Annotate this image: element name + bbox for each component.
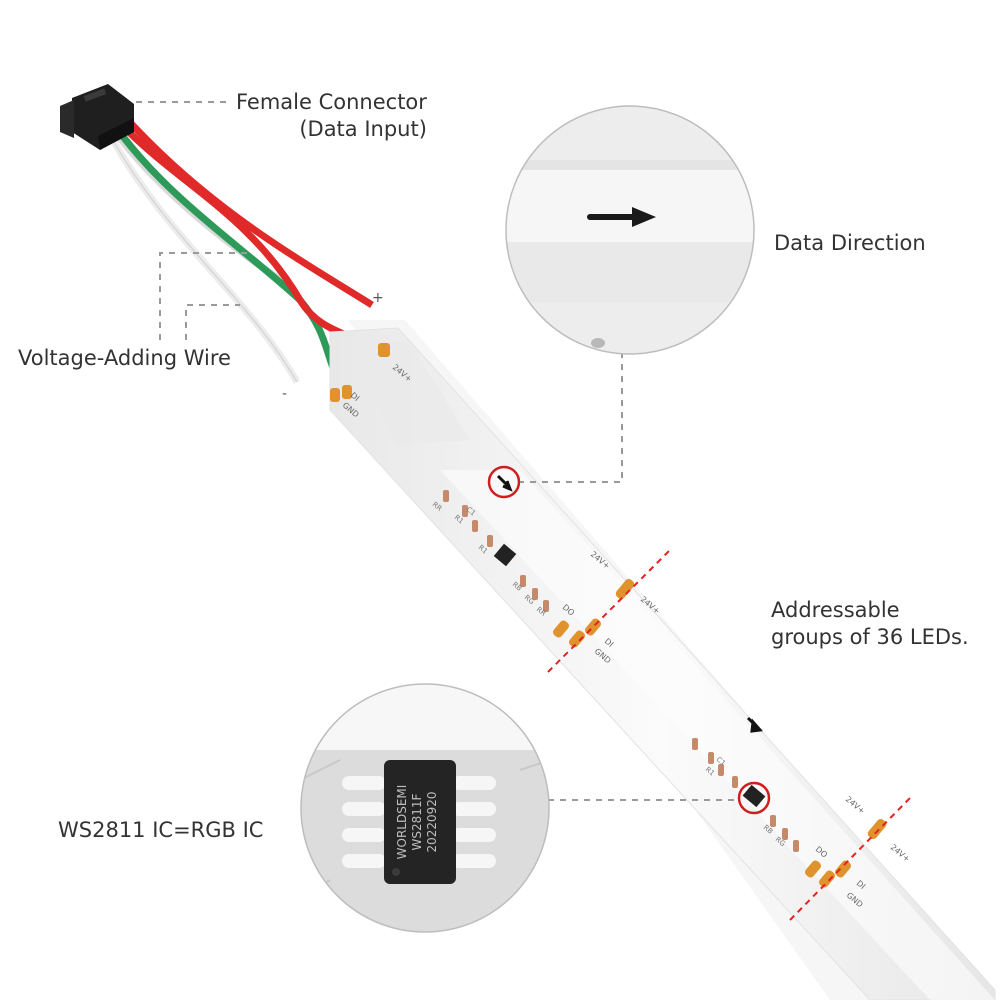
zoom-data-direction <box>505 105 755 355</box>
leader-direction <box>520 352 623 483</box>
chip-text-1: WORLDSEMI <box>395 785 409 860</box>
callout-addr-line1: Addressable <box>771 598 900 622</box>
chip-text-2: WS2811F <box>410 793 424 850</box>
callout-voltage-wire: Voltage-Adding Wire <box>18 346 231 370</box>
component-group-1: RR R1 C1 R1 RB RG RR <box>431 490 549 618</box>
svg-text:24V+: 24V+ <box>889 843 912 864</box>
callout-addressable: Addressable groups of 36 LEDs. <box>771 597 969 652</box>
cut-pads-1: 24V+ 24V+ DO DI GND <box>547 549 671 673</box>
red-wire <box>119 122 372 349</box>
callout-addr-line2: groups of 36 LEDs. <box>771 625 969 650</box>
leader-voltage-2 <box>185 304 240 340</box>
callout-female-connector: Female Connector (Data Input) <box>236 89 427 144</box>
callout-data-direction: Data Direction <box>774 231 926 255</box>
callout-female-line1: Female Connector <box>236 90 427 114</box>
chip-text-3: 20220920 <box>425 791 439 852</box>
svg-text:24V+: 24V+ <box>844 795 867 816</box>
wire-bundle <box>110 115 374 384</box>
ic-chip-body <box>384 760 456 884</box>
plus-label: + <box>372 290 384 306</box>
direction-arrow-icon <box>496 474 513 492</box>
green-wire <box>115 127 343 383</box>
zoom-arrow-icon <box>632 207 656 227</box>
ws2811-chip <box>493 543 517 567</box>
callout-ic: WS2811 IC=RGB IC <box>58 818 264 842</box>
ws2811-chip-2 <box>742 784 766 808</box>
zoom-ic: WORLDSEMI WS2811F 20220920 <box>300 683 550 933</box>
arrow-mark-icon <box>746 716 763 733</box>
ic-highlight <box>737 781 771 815</box>
leader-voltage-1 <box>159 252 250 340</box>
direction-highlight <box>487 465 521 499</box>
red-voltage-wire <box>123 115 374 308</box>
leader-lines <box>136 101 738 801</box>
minus-label: - <box>282 386 287 402</box>
callout-female-line2: (Data Input) <box>299 117 427 142</box>
female-connector <box>60 84 134 150</box>
cut-line-1 <box>547 549 671 673</box>
